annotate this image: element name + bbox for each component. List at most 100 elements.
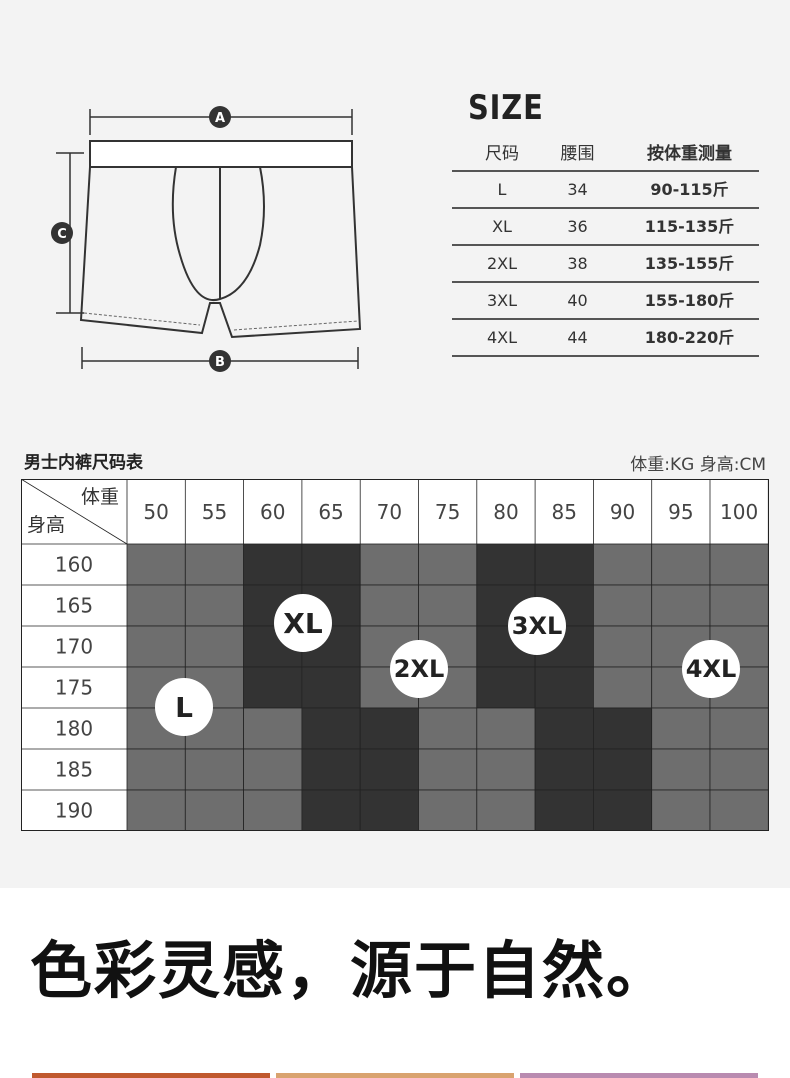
grid-cell	[301, 707, 361, 750]
grid-cell	[126, 748, 186, 791]
grid-cell	[184, 625, 245, 668]
slogan: 色彩灵感，源于自然。	[30, 934, 671, 1007]
grid-cell	[418, 748, 478, 791]
grid-cell	[651, 789, 711, 831]
grid-cell	[593, 707, 653, 750]
grid-cell	[534, 543, 594, 586]
dimension-c-label: C	[57, 227, 67, 242]
grid-units: 体重:KG 身高:CM	[630, 455, 766, 475]
height-label: 165	[55, 594, 93, 618]
weight-label: 100	[720, 500, 758, 524]
weight-label: 65	[318, 500, 343, 524]
grid-cell	[593, 584, 653, 627]
row-weight: 155-180斤	[644, 291, 735, 310]
grid-cell	[359, 584, 419, 627]
size-title: SIZE	[468, 88, 544, 128]
dimension-a-label: A	[215, 111, 225, 126]
color-strip-segment	[276, 1073, 514, 1078]
dimension-b-label: B	[215, 355, 225, 370]
row-weight: 115-135斤	[644, 217, 735, 236]
row-weight: 180-220斤	[644, 328, 735, 347]
row-waist: 44	[567, 328, 588, 347]
size-badge-label: 4XL	[686, 655, 737, 683]
grid-cell	[651, 707, 711, 750]
weight-label: 60	[260, 500, 285, 524]
grid-cell	[301, 789, 361, 831]
height-label: 170	[55, 635, 93, 659]
grid-cell	[709, 584, 769, 627]
grid-cell	[534, 707, 594, 750]
grid-cell	[476, 748, 536, 791]
grid-cell	[359, 543, 419, 586]
grid-cell	[476, 707, 536, 750]
table-row: 4XL 44 180-220斤	[452, 319, 759, 356]
size-badge	[390, 640, 448, 698]
corner-height-label: 身高	[27, 514, 65, 536]
size-badge	[155, 678, 213, 736]
header-size: 尺码	[485, 144, 519, 164]
row-waist: 36	[567, 217, 588, 236]
grid-cell	[593, 789, 653, 831]
table-row: 2XL 38 135-155斤	[452, 245, 759, 282]
grid-header-bg	[21, 479, 769, 544]
row-waist: 40	[567, 291, 588, 310]
grid-cell	[126, 625, 186, 668]
grid-cell	[534, 748, 594, 791]
height-label: 185	[55, 758, 93, 782]
underwear-diagram: A C B	[40, 95, 380, 385]
header-weight: 按体重测量	[647, 144, 732, 164]
grid-cell	[709, 748, 769, 791]
row-size: L	[497, 180, 507, 199]
grid-cell	[359, 789, 419, 831]
weight-label: 70	[377, 500, 402, 524]
grid-cell	[184, 584, 245, 627]
table-row: L 34 90-115斤	[452, 171, 759, 208]
grid-cell	[709, 543, 769, 586]
table-row: 3XL 40 155-180斤	[452, 282, 759, 319]
header-waist: 腰围	[560, 144, 595, 164]
row-weight: 90-115斤	[650, 180, 729, 199]
grid-cell	[476, 789, 536, 831]
color-strip	[32, 1073, 758, 1078]
grid-cell	[651, 748, 711, 791]
weight-label: 85	[552, 500, 577, 524]
color-strip-segment	[32, 1073, 270, 1078]
weight-label: 55	[202, 500, 227, 524]
weight-label: 95	[668, 500, 693, 524]
table-row: XL 36 115-135斤	[452, 208, 759, 245]
grid-cell	[243, 707, 303, 750]
grid-cell	[359, 707, 419, 750]
row-waist: 38	[567, 254, 588, 273]
height-label: 190	[55, 799, 93, 823]
grid-cell	[243, 666, 303, 709]
row-size: 2XL	[486, 254, 518, 273]
row-waist: 34	[567, 180, 588, 199]
grid-border	[21, 479, 769, 831]
weight-label: 90	[610, 500, 635, 524]
row-size: XL	[492, 217, 512, 236]
grid-cell	[593, 666, 653, 709]
corner-diagonal	[21, 479, 128, 545]
grid-cell	[243, 543, 303, 586]
weight-label: 75	[435, 500, 460, 524]
grid-cell	[418, 789, 478, 831]
height-label: 175	[55, 676, 93, 700]
row-weight: 135-155斤	[644, 254, 735, 273]
weight-label: 50	[143, 500, 168, 524]
grid-cell	[301, 543, 361, 586]
grid-title: 男士内裤尺码表	[24, 453, 143, 473]
grid-cell	[534, 666, 594, 709]
grid-cell	[651, 584, 711, 627]
grid-cell	[593, 543, 653, 586]
grid-cell	[243, 748, 303, 791]
grid-cell	[418, 707, 478, 750]
grid-cell	[243, 789, 303, 831]
size-table-header: 尺码 腰围 按体重测量	[452, 136, 759, 173]
height-label: 180	[55, 717, 93, 741]
size-badge-label: XL	[283, 607, 323, 640]
grid-cell	[534, 789, 594, 831]
grid-cell	[651, 543, 711, 586]
grid-cell	[593, 748, 653, 791]
slogan-band	[0, 888, 790, 1078]
